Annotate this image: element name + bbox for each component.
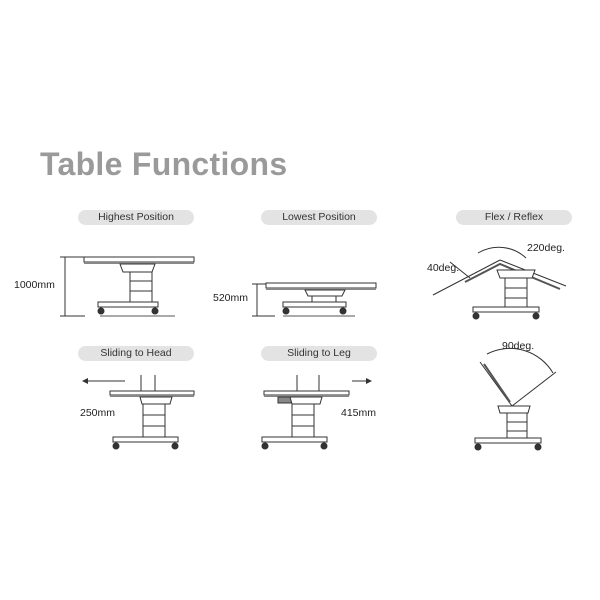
label-lowest-position: Lowest Position bbox=[261, 210, 377, 225]
measure-250mm: 250mm bbox=[80, 407, 116, 419]
measure-520mm: 520mm bbox=[213, 292, 249, 304]
measure-415mm: 415mm bbox=[341, 407, 377, 419]
label-sliding-to-leg: Sliding to Leg bbox=[261, 346, 377, 361]
label-sliding-to-head: Sliding to Head bbox=[78, 346, 194, 361]
measure-1000mm: 1000mm bbox=[14, 279, 55, 291]
label-highest-position: Highest Position bbox=[78, 210, 194, 225]
tilt-90deg-illustration bbox=[474, 347, 557, 451]
flex-reflex-illustration bbox=[432, 246, 567, 320]
sliding-to-leg-illustration bbox=[261, 375, 372, 450]
lowest-position-illustration bbox=[252, 282, 377, 317]
highest-position-illustration bbox=[60, 256, 195, 317]
measure-90deg: 90deg. bbox=[502, 340, 535, 352]
measure-220deg: 220deg. bbox=[527, 242, 565, 254]
label-flex-reflex: Flex / Reflex bbox=[456, 210, 572, 225]
page-title: Table Functions bbox=[40, 146, 288, 182]
sliding-to-head-illustration bbox=[82, 375, 195, 450]
measure-40deg: 40deg. bbox=[427, 262, 460, 274]
